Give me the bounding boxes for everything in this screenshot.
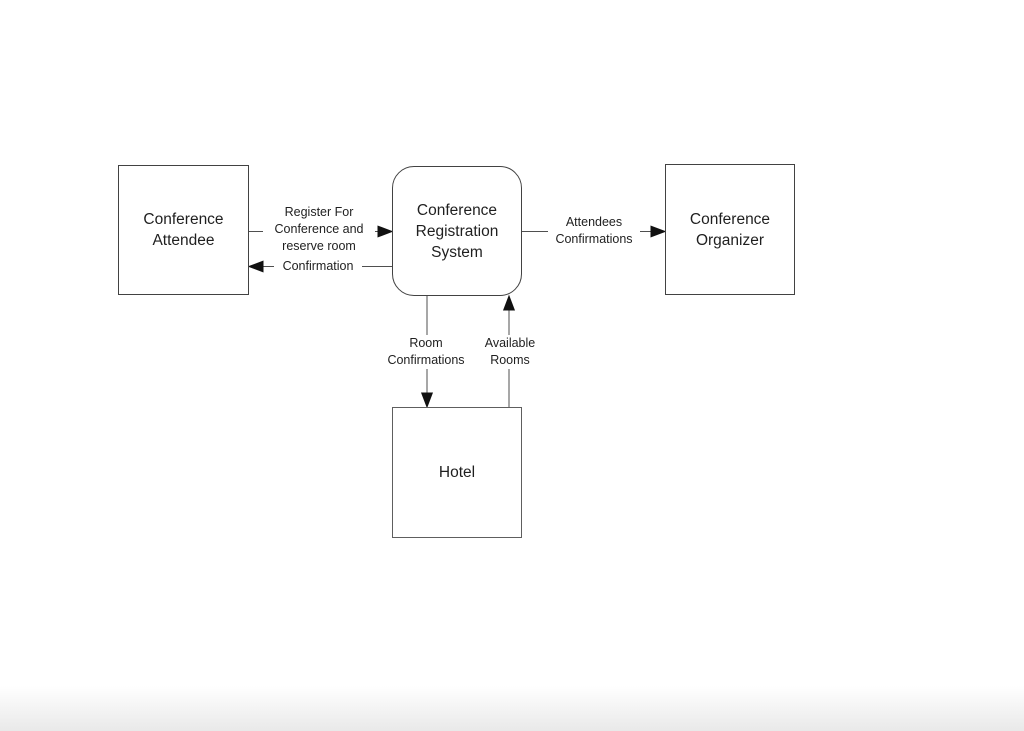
- edge-label-available-rooms: Available Rooms: [480, 335, 540, 369]
- node-conference-organizer-label: Conference Organizer: [689, 210, 771, 249]
- edge-label-register: Register For Conference and reserve room: [263, 204, 375, 256]
- edge-label-confirmation: Confirmation: [274, 258, 362, 275]
- edge-available-rooms-arrowhead-icon: [502, 294, 516, 311]
- edge-register-arrowhead-icon: [377, 225, 394, 238]
- edge-room-confirmations-arrowhead-icon: [420, 392, 434, 409]
- node-conference-registration-system-label: Conference Registration System: [415, 201, 499, 261]
- node-hotel: Hotel: [392, 407, 522, 538]
- node-conference-attendee: Conference Attendee: [118, 165, 249, 295]
- node-conference-organizer: Conference Organizer: [665, 164, 795, 295]
- edge-label-room-confirmations: Room Confirmations: [380, 335, 472, 369]
- node-conference-registration-system: Conference Registration System: [392, 166, 522, 296]
- node-hotel-label: Hotel: [438, 464, 476, 481]
- node-conference-attendee-label: Conference Attendee: [143, 211, 224, 249]
- edge-confirmation-arrowhead-icon: [247, 260, 264, 273]
- edge-attendees-confirmations-arrowhead-icon: [650, 225, 667, 238]
- edge-label-attendees-confirmations: Attendees Confirmations: [548, 214, 640, 248]
